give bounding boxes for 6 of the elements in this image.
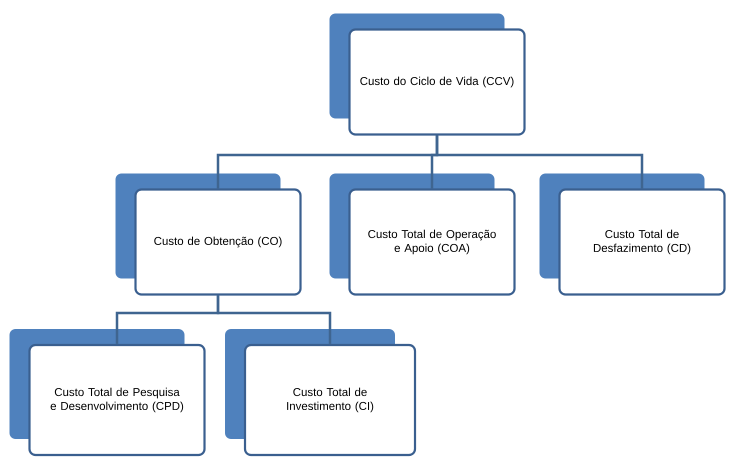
process-box: Custo Total de Operação e Apoio (COA) xyxy=(330,174,516,296)
process-box: Custo Total de Pesquisa e Desenvolvimento (CPD) xyxy=(10,329,206,456)
process-box: Custo Total de Investimento (CI) xyxy=(225,329,416,456)
process-box: Custo de Obtenção (CO) xyxy=(116,174,302,296)
process-box: Custo Total de Desfazimento (CD) xyxy=(540,174,726,296)
process-box: Custo do Ciclo de Vida (CCV) xyxy=(330,14,526,136)
